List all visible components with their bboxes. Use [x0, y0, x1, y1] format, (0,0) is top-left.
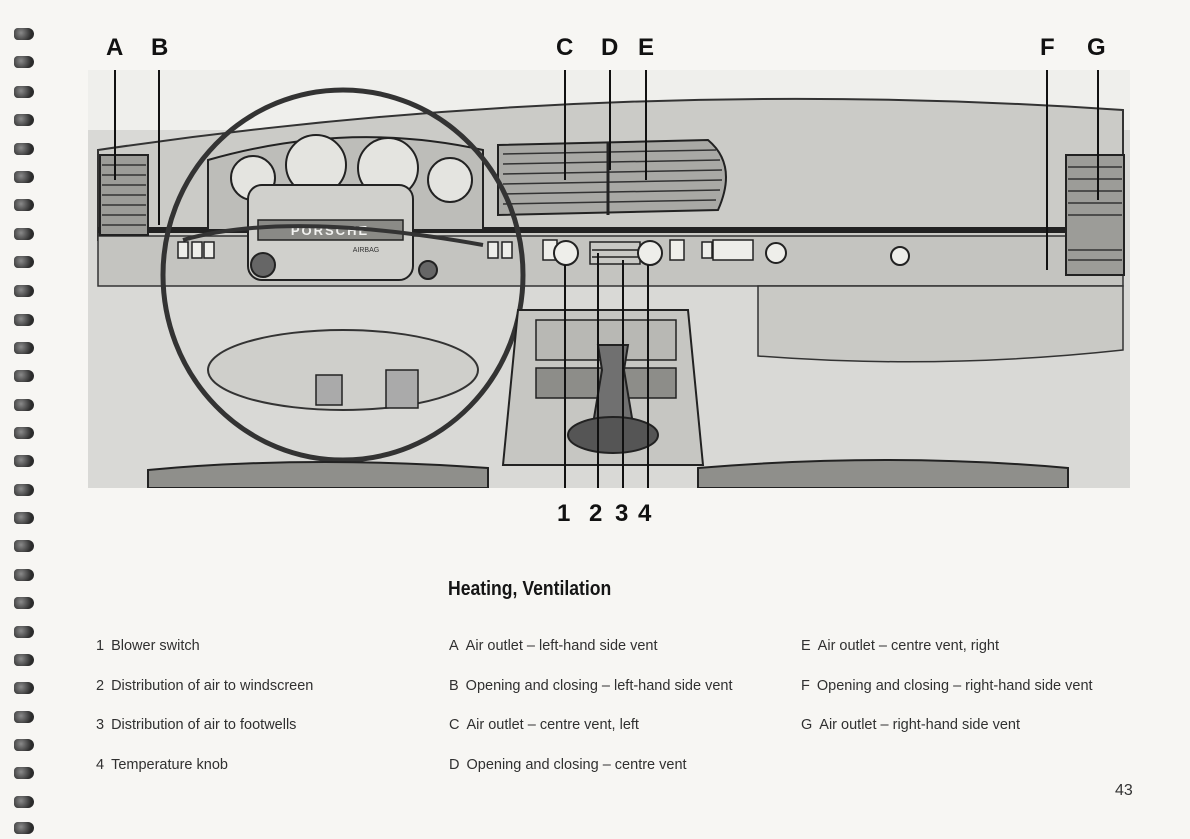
callout-g: G: [1087, 34, 1106, 61]
callout-2: 2: [589, 500, 603, 527]
callout-e: E: [638, 34, 655, 61]
dashboard-illustration: PORSCHE AIRBAG: [88, 70, 1130, 488]
svg-text:AIRBAG: AIRBAG: [353, 247, 379, 254]
callout-a: A: [106, 34, 124, 61]
callout-1: 1: [557, 500, 571, 527]
callout-4: 4: [638, 500, 652, 527]
callout-b: B: [151, 34, 169, 61]
callout-3: 3: [615, 500, 629, 527]
callout-d: D: [601, 34, 619, 61]
section-title: Heating, Ventilation: [448, 578, 612, 600]
page-number: 43: [1115, 782, 1133, 799]
spiral-binding: [0, 0, 44, 839]
callout-f: F: [1040, 34, 1055, 61]
callout-c: C: [556, 34, 574, 61]
